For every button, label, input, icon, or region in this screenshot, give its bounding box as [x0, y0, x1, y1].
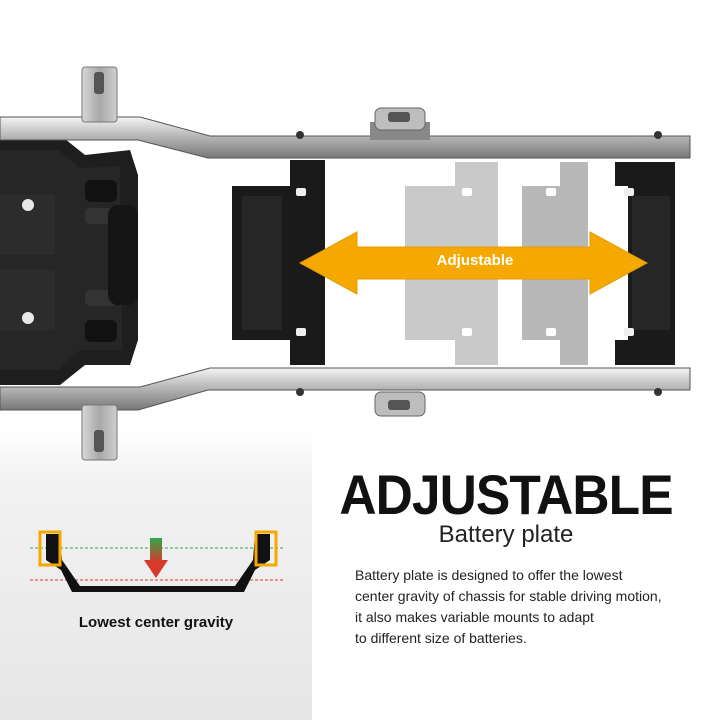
gravity-label: Lowest center gravity	[78, 614, 234, 631]
adjustable-double-arrow	[298, 231, 649, 295]
top-frame-rail	[0, 66, 691, 159]
arrow-label: Adjustable	[436, 252, 514, 269]
description: Battery plate is designed to offer the l…	[355, 565, 700, 649]
description-line: to different size of batteries.	[355, 630, 527, 646]
battery-tray	[0, 135, 138, 385]
gravity-diagram	[30, 530, 285, 592]
description-line: it also makes variable mounts to adapt	[355, 609, 594, 625]
down-arrow-icon	[150, 538, 162, 562]
description-line: Battery plate is designed to offer the l…	[355, 567, 623, 583]
description-line: center gravity of chassis for stable dri…	[355, 588, 662, 604]
battery-mount-left	[232, 160, 325, 365]
page-subtitle: Battery plate	[438, 521, 574, 548]
bottom-frame-rail	[0, 367, 691, 461]
page-title: ADJUSTABLE	[339, 463, 673, 526]
